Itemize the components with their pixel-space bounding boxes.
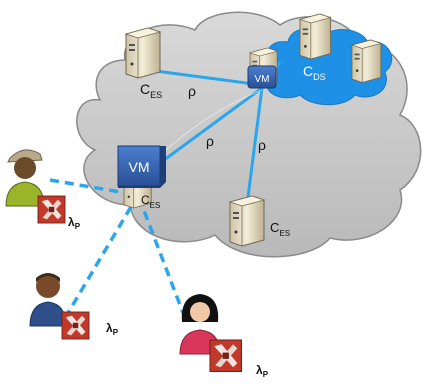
svg-text:CDS: CDS (303, 63, 326, 82)
game-icon (209, 339, 243, 373)
svg-text:CES: CES (270, 220, 290, 238)
label-lambda-p-user2: λP (106, 321, 119, 337)
label-lambda-p-user1: λP (68, 215, 81, 231)
server-icon (351, 39, 382, 83)
link-es-top-vm (147, 68, 263, 87)
vm-label-small: VM (255, 74, 270, 85)
link-vm-vm (159, 86, 263, 165)
label-c-es-vm: CES (141, 193, 160, 210)
vm-icon-small: VM (247, 65, 277, 89)
label-rho-middle: ρ (206, 133, 214, 149)
access-links (49, 178, 187, 319)
user-avatar-icon (5, 149, 45, 207)
server-icon (125, 27, 161, 79)
game-icon (37, 195, 66, 224)
user-avatar-icon (179, 294, 221, 355)
access-link-user3 (136, 194, 187, 319)
svg-text:λP: λP (106, 321, 119, 337)
server-icon (229, 195, 265, 247)
server-icon (299, 13, 332, 60)
label-rho-right: ρ (258, 137, 266, 153)
vm-label-large: VM (129, 159, 150, 175)
svg-text:λP: λP (256, 363, 269, 379)
svg-text:CES: CES (140, 81, 162, 100)
svg-text:λP: λP (68, 215, 81, 231)
label-c-es-bottom: CES (270, 220, 290, 238)
svg-text:CES: CES (141, 193, 160, 210)
label-c-ds: CDS (303, 63, 326, 82)
label-c-es-top: CES (140, 81, 162, 100)
vm-icon-large: VM (117, 145, 166, 188)
access-link-user2 (63, 194, 140, 319)
link-vm-es-bottom (245, 87, 264, 206)
user-avatar-icon (29, 273, 67, 327)
backhaul-links (147, 61, 282, 206)
label-lambda-p-user3: λP (256, 363, 269, 379)
label-rho-top: ρ (188, 83, 196, 99)
game-icon (61, 311, 90, 340)
